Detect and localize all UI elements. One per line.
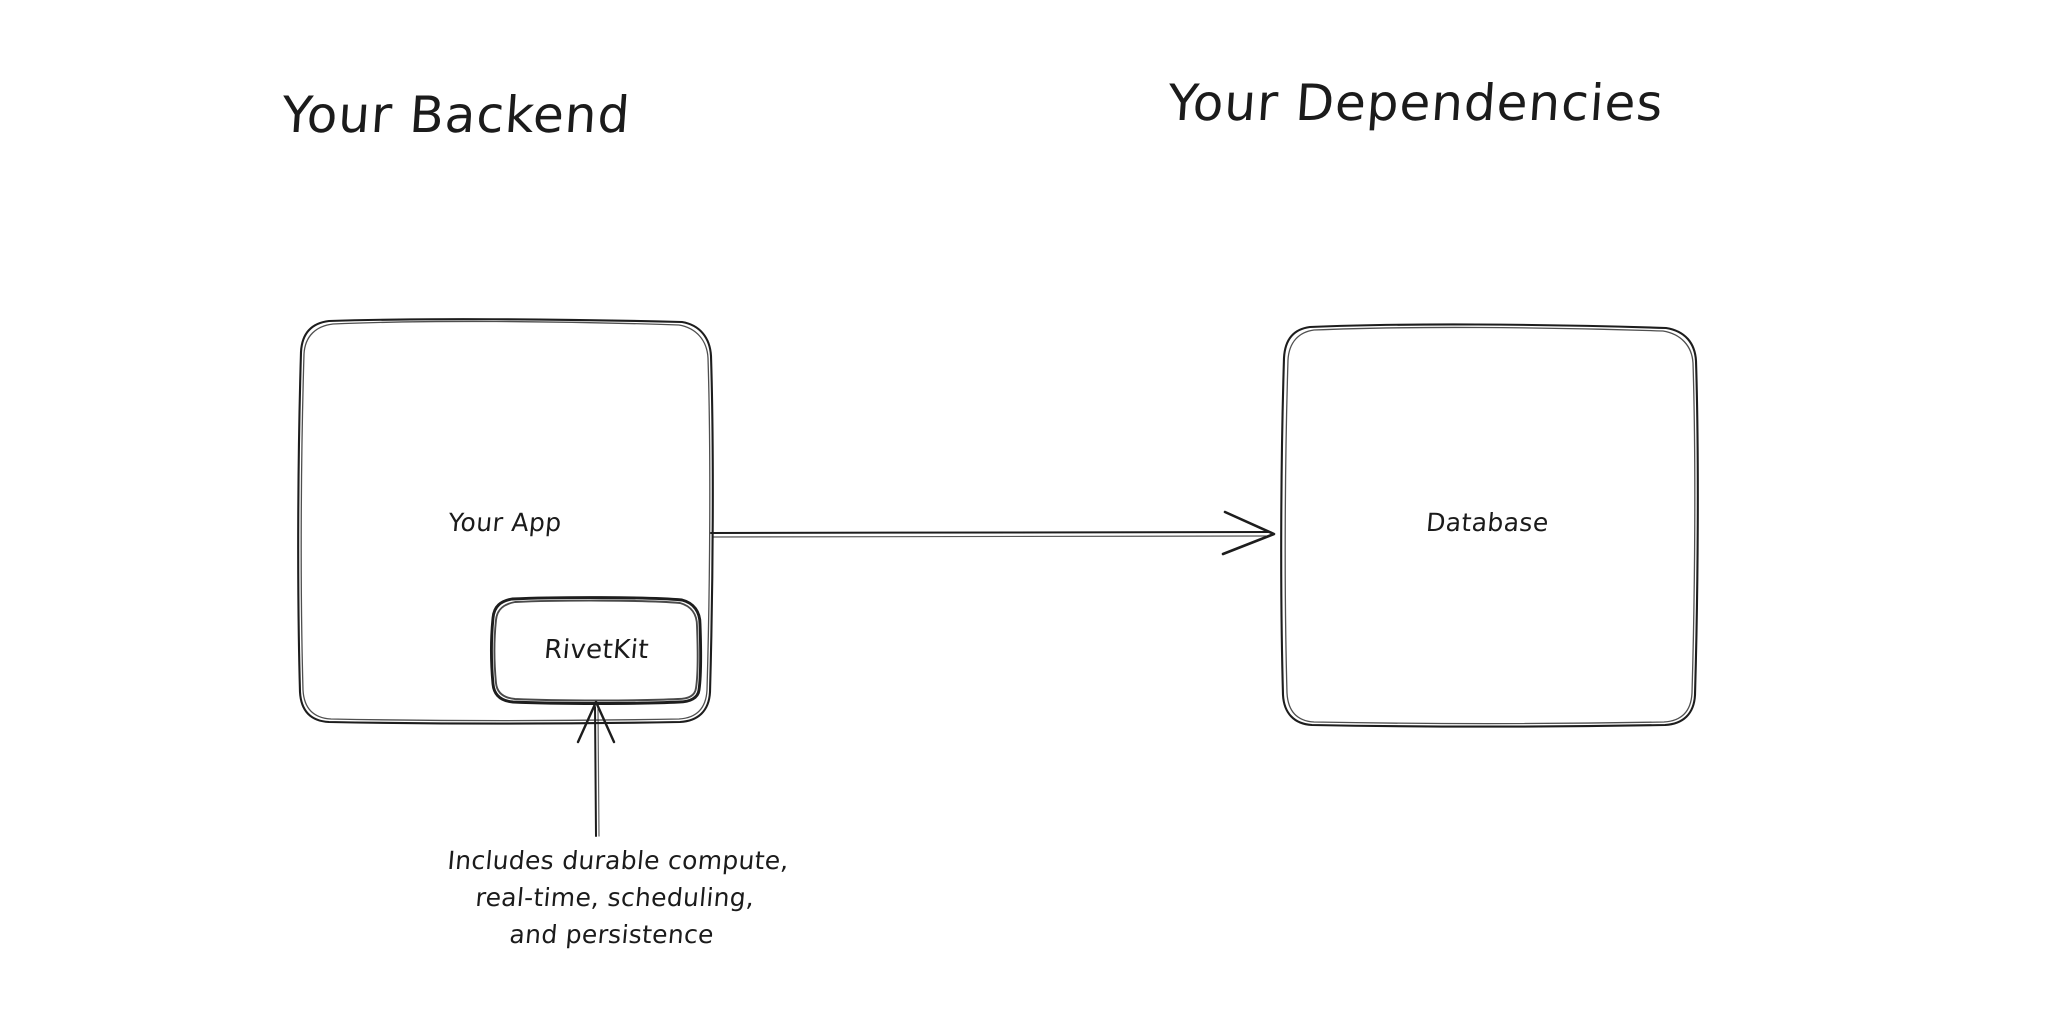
- annotation-line-3: and persistence: [508, 920, 716, 949]
- annotation-line-1: Includes durable compute,: [446, 846, 791, 875]
- annotation-rivetkit-capabilities: Includes durable compute, real-time, sch…: [385, 842, 845, 953]
- edge-app-to-database-hit[interactable]: [705, 515, 1285, 557]
- edge-note-to-rivetkit-hit[interactable]: [575, 700, 619, 840]
- group-title-your-backend: Your Backend: [279, 86, 633, 144]
- node-rivetkit[interactable]: [492, 598, 701, 702]
- annotation-line-2: real-time, scheduling,: [474, 883, 756, 912]
- group-title-your-dependencies: Your Dependencies: [1165, 74, 1666, 132]
- node-database[interactable]: [1280, 325, 1696, 726]
